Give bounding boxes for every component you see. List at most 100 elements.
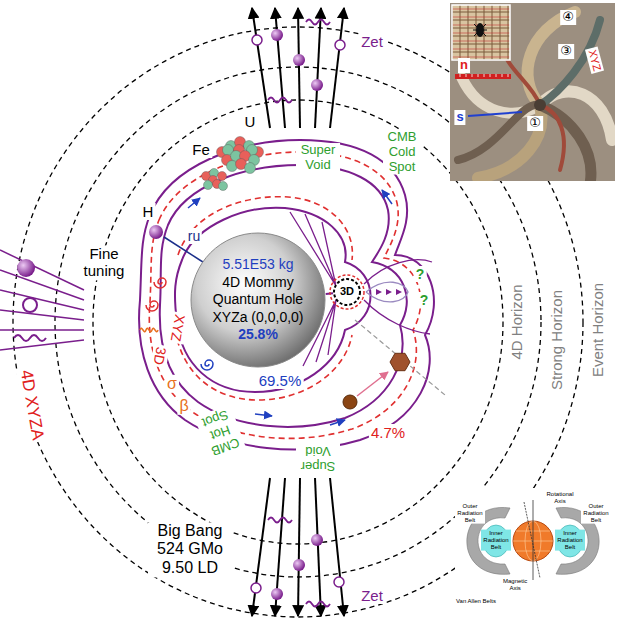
fan-line: [366, 282, 408, 302]
element-symbol: U: [243, 113, 258, 130]
inset-label: Outer Radiation Belt: [455, 503, 485, 524]
jet-particle: [293, 54, 305, 66]
label-anchor: Super Void: [296, 143, 340, 173]
cmb-dashed-contour: [149, 152, 420, 438]
label-anchor: n: [458, 55, 470, 73]
van-allen-inset: [533, 500, 534, 580]
jet-arrow: [252, 478, 270, 616]
scarf-photo: [540, 105, 591, 181]
particle-swirl: [146, 301, 158, 311]
particle-swirl: [140, 328, 158, 331]
hydrogen-atom: [149, 225, 163, 239]
ray-particle: [17, 259, 35, 277]
jet-particle: [293, 559, 305, 571]
label-anchor: β: [177, 397, 190, 415]
hole-circle: 3D: [333, 278, 361, 306]
dashed-guide: [355, 320, 445, 395]
label-anchor: Magnetic Axis: [501, 576, 529, 594]
flow-arrow: [382, 190, 392, 204]
van-allen-inset: [524, 502, 540, 578]
horizon-label: 4D Horizon: [508, 282, 525, 361]
scarf-photo: [458, 105, 540, 160]
jet-arrow: [330, 8, 344, 128]
node-content: 5.51E53 kg4D Mommy Quantum Hole XYZa (0,…: [200, 256, 316, 344]
jet-particle: [271, 29, 283, 41]
scarf-photo: [450, 3, 615, 181]
jet-arrow: [315, 8, 321, 128]
label-anchor: Fine tuning: [79, 245, 129, 280]
label-anchor: 4.7%: [369, 424, 407, 442]
jet-arrow: [315, 478, 321, 616]
jet-particle: [335, 40, 345, 50]
scarf-photo: [460, 74, 508, 77]
hadron-arrow: [357, 372, 388, 396]
flow-arrowhead: [386, 289, 392, 295]
label-anchor: Inner Radiation Belt: [555, 530, 585, 553]
spot-label: CMB Hot Spot: [194, 404, 245, 459]
label-anchor: Big Bang 524 GMo 9.50 LD: [148, 522, 232, 577]
node-ring: [330, 275, 364, 309]
iron-nucleus: [218, 172, 227, 181]
spot-label: CMB Cold Spot: [383, 130, 421, 175]
jet-label: Zet: [359, 33, 385, 50]
jet-particle: [268, 98, 292, 103]
ray-particle: [23, 298, 37, 312]
inset-label: Inner Radiation Belt: [481, 530, 511, 551]
jet-arrow: [275, 8, 285, 128]
flow-arrowhead: [376, 289, 402, 295]
label-anchor: Zet: [359, 33, 385, 51]
label-anchor: s: [454, 107, 465, 125]
pole-label: s: [454, 110, 465, 125]
inset-label: Inner Radiation Belt: [555, 530, 585, 551]
node-text: 3D: [340, 285, 354, 299]
jet-particle: [311, 79, 323, 91]
label-anchor: 4D XYZA: [16, 366, 48, 443]
fan-line: [364, 260, 432, 284]
iron-nucleus: [204, 181, 213, 190]
node-text: 5.51E53 kg: [200, 256, 316, 274]
label-anchor: Outer Radiation Belt: [581, 503, 611, 526]
label-anchor: Fe: [190, 141, 212, 159]
question-mark: ?: [418, 292, 431, 308]
flow-arrow: [188, 198, 200, 208]
flow-arrowhead: [396, 289, 402, 295]
inset-label: Van Allen Belts: [454, 598, 498, 605]
field-contour: [175, 208, 371, 392]
jet-arrow: [252, 8, 270, 128]
axis-label: 3D: [150, 344, 170, 368]
element-symbol: H: [141, 203, 156, 220]
van-allen-inset: [455, 488, 612, 600]
label-anchor: 4D Horizon: [508, 282, 526, 361]
label-anchor: CMB Hot Spot: [194, 404, 245, 459]
field-contour: [139, 140, 434, 450]
node-circle: [334, 279, 360, 305]
inset-label: Magnetic Axis: [501, 578, 529, 592]
label-anchor: Zet: [359, 587, 385, 605]
incoming-ray: [0, 250, 84, 290]
element-symbol: Fe: [190, 141, 212, 158]
label-anchor: Strong Horizon: [548, 288, 566, 392]
label-anchor: Outer Radiation Belt: [455, 503, 485, 526]
label-anchor: 3D: [149, 344, 171, 369]
label-anchor: XYZ: [166, 311, 189, 345]
label-anchor: Van Allen Belts: [454, 589, 498, 607]
label-anchor: ?: [418, 291, 431, 309]
hadron-hexagon: [390, 353, 410, 370]
void-label: Super Void: [296, 443, 340, 473]
particle-swirl: [201, 360, 213, 370]
incoming-ray: [0, 270, 84, 300]
greek-symbol: σ: [165, 375, 179, 393]
incoming-ray: [0, 329, 84, 331]
jet-particle: [268, 518, 292, 523]
iron-nucleus: [219, 182, 228, 191]
flow-arrowhead: [376, 289, 382, 295]
question-mark: ?: [414, 266, 427, 282]
scarf-photo: [452, 5, 510, 60]
label-anchor: σ: [165, 375, 179, 393]
label-anchor: CMB Cold Spot: [383, 130, 421, 175]
label-anchor: XYZ: [584, 45, 608, 74]
jet-particle: [334, 577, 344, 587]
ray-particle: [14, 335, 46, 341]
scarf-photo: [473, 24, 487, 36]
jet-particle: [251, 583, 261, 593]
